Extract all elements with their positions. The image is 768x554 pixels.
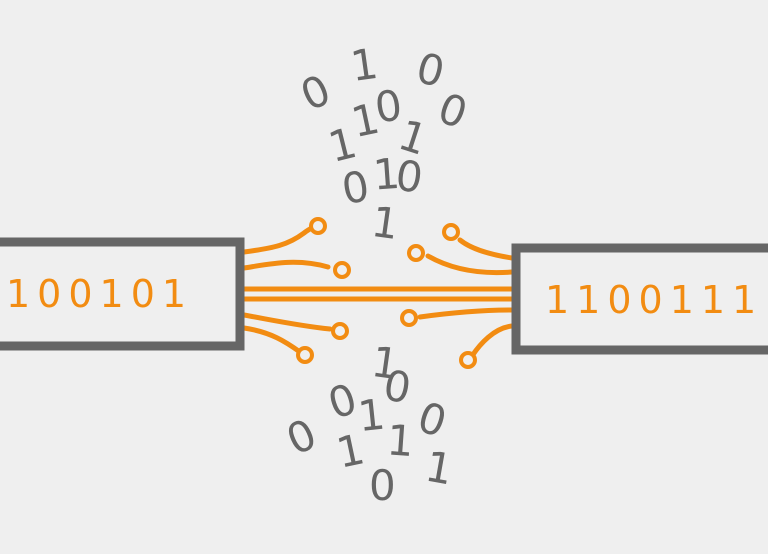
right-node-4 [459, 351, 477, 369]
bottom-digit: 1 [356, 390, 388, 442]
right-wire-1 [457, 237, 515, 261]
left-box-label: 100101 [6, 272, 193, 316]
top-digit: 0 [338, 161, 373, 214]
right-node-1 [442, 223, 460, 241]
top-digit: 0 [412, 43, 450, 97]
right-wire-3 [417, 307, 515, 320]
connector-nodes [296, 217, 477, 369]
wire-group [241, 223, 515, 359]
bottom-digit: 0 [412, 392, 453, 447]
left-node-2 [333, 261, 351, 279]
top-digit: 0 [372, 80, 405, 132]
left-wire-1 [241, 223, 319, 255]
right-node-2 [407, 244, 425, 262]
right-data-box [511, 243, 768, 355]
top-digit: 0 [393, 151, 426, 203]
bottom-digit: 0 [279, 409, 323, 465]
bottom-digit: 1 [385, 415, 415, 466]
top-digit: 0 [293, 65, 337, 121]
left-wire-3 [241, 312, 333, 332]
bottom-digit: 0 [369, 461, 396, 510]
left-node-1 [309, 217, 327, 235]
left-wire-2 [241, 259, 331, 271]
left-data-box [0, 237, 245, 351]
right-wire-4 [469, 323, 515, 359]
right-box-label: 1100111 [545, 278, 763, 322]
right-wire-2 [425, 253, 515, 276]
right-node-3 [400, 309, 418, 327]
top-digit: 1 [371, 149, 401, 200]
left-node-3 [331, 322, 349, 340]
bottom-digit: 1 [422, 442, 457, 495]
left-node-4 [296, 346, 314, 364]
left-wire-4 [241, 325, 303, 355]
top-digit: 1 [369, 197, 402, 249]
